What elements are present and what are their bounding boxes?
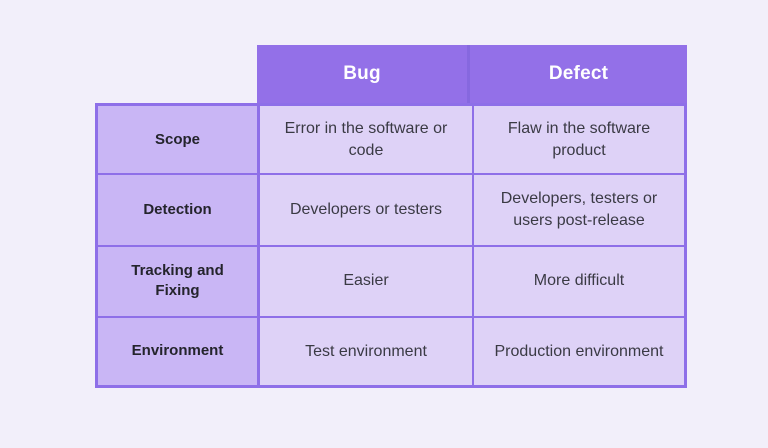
cell-detection-bug: Developers or testers: [260, 174, 473, 246]
cell-tracking-and-fixing-defect: More difficult: [473, 245, 687, 317]
table-header-row: Bug Defect: [257, 45, 687, 103]
row-label-scope: Scope: [95, 103, 260, 175]
row-label-detection: Detection: [95, 174, 260, 246]
table-body: Scope Error in the software or code Flaw…: [95, 103, 687, 388]
column-header-defect: Defect: [470, 45, 687, 103]
table-row: Scope Error in the software or code Flaw…: [95, 103, 687, 175]
cell-detection-defect: Developers, testers or users post-releas…: [473, 174, 687, 246]
cell-scope-defect: Flaw in the software product: [473, 103, 687, 175]
row-label-environment: Environment: [95, 316, 260, 388]
cell-environment-bug: Test environment: [260, 316, 473, 388]
cell-tracking-and-fixing-bug: Easier: [260, 245, 473, 317]
bug-vs-defect-comparison-table: Bug Defect Scope Error in the software o…: [95, 45, 687, 388]
table-row: Tracking and Fixing Easier More difficul…: [95, 245, 687, 317]
cell-scope-bug: Error in the software or code: [260, 103, 473, 175]
table-row: Detection Developers or testers Develope…: [95, 174, 687, 246]
cell-environment-defect: Production environment: [473, 316, 687, 388]
row-label-tracking-and-fixing: Tracking and Fixing: [95, 245, 260, 317]
column-header-bug: Bug: [257, 45, 470, 103]
table-row: Environment Test environment Production …: [95, 316, 687, 388]
